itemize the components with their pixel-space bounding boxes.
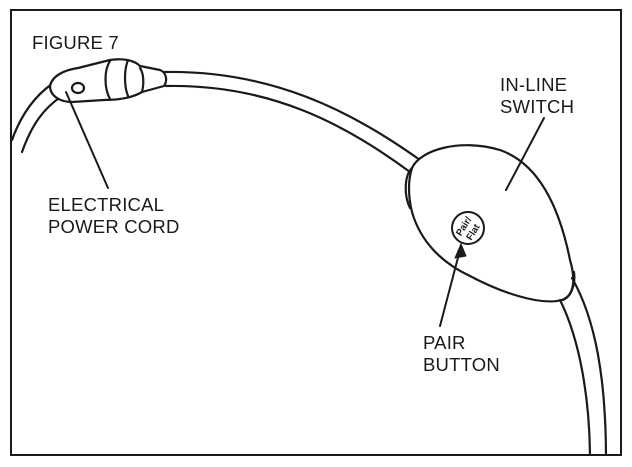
label-power-cord: ELECTRICAL POWER CORD	[48, 194, 180, 237]
switch-cable-right	[570, 276, 608, 454]
cord-to-switch-cable	[162, 70, 422, 162]
leader-power-cord	[65, 91, 109, 189]
leader-inline-switch	[505, 117, 545, 191]
figure-title: FIGURE 7	[32, 32, 119, 53]
inline-switch-body	[407, 144, 575, 303]
leader-pair-button	[439, 249, 461, 327]
leader-arrowhead	[454, 243, 467, 259]
figure-frame	[10, 9, 622, 456]
label-inline-switch: IN-LINE SWITCH	[500, 74, 575, 117]
label-pair-button: PAIR BUTTON	[423, 332, 500, 375]
pair-button	[451, 211, 485, 245]
